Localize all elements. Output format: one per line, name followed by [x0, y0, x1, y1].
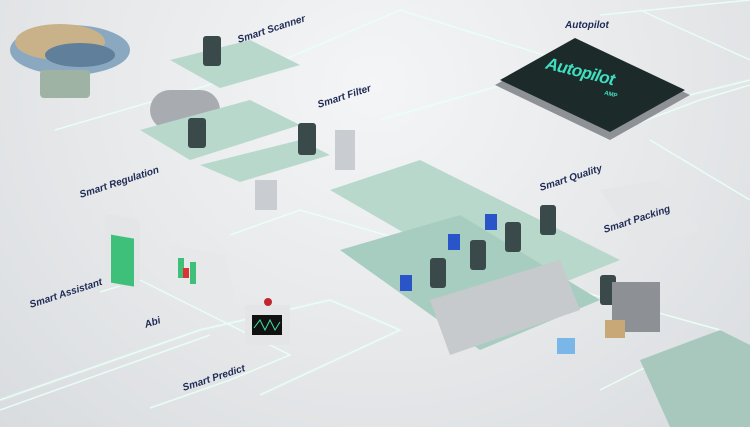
truck [640, 330, 750, 427]
sorting-line [330, 160, 620, 355]
smart-predict-monitor [245, 298, 290, 345]
scanner-device [203, 36, 221, 66]
waste-pile [10, 24, 130, 98]
stairs [600, 180, 700, 250]
autopilot-chip [495, 38, 690, 140]
baler [557, 282, 660, 354]
loader-vehicle [40, 70, 90, 98]
label-autopilot[interactable]: Autopilot [565, 20, 609, 31]
scanner-conveyor [140, 36, 300, 160]
smart-assistant-phone [105, 214, 140, 289]
abi-monitor [170, 245, 235, 300]
filter-conveyor [200, 123, 355, 210]
